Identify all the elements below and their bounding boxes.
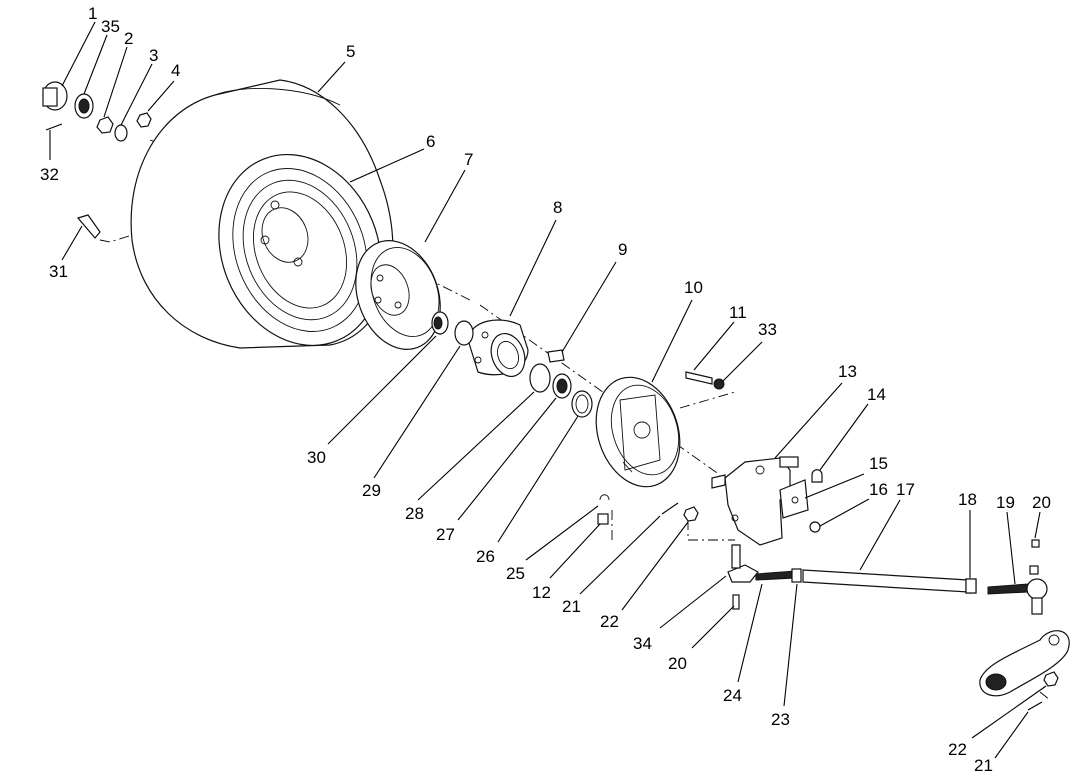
callout-27: 27 xyxy=(436,525,455,544)
callout-5: 5 xyxy=(346,42,355,61)
tire xyxy=(130,79,394,349)
callout-1: 1 xyxy=(88,4,97,23)
steering-arm xyxy=(979,630,1070,697)
callout-15: 15 xyxy=(869,454,888,473)
spindle xyxy=(711,456,799,546)
callout-13: 13 xyxy=(838,362,857,381)
callout-8: 8 xyxy=(553,198,562,217)
callout-10: 10 xyxy=(684,278,703,297)
callout-12: 12 xyxy=(532,583,551,602)
threaded-rod-19 xyxy=(987,583,1029,595)
callout-6: 6 xyxy=(426,132,435,151)
callout-7: 7 xyxy=(464,150,473,169)
callout-16: 16 xyxy=(869,480,888,499)
callout-26: 26 xyxy=(476,547,495,566)
callout-21-right: 21 xyxy=(974,756,993,774)
callouts: 1 35 2 3 4 5 32 6 7 31 8 9 10 11 33 13 1… xyxy=(40,4,1051,774)
callout-18: 18 xyxy=(958,490,977,509)
callout-22-left: 22 xyxy=(600,612,619,631)
ball-joint-right xyxy=(1026,565,1048,615)
callout-33: 33 xyxy=(758,320,777,339)
callout-31: 31 xyxy=(49,262,68,281)
callout-2: 2 xyxy=(124,29,133,48)
callout-14: 14 xyxy=(867,385,886,404)
threaded-rod-24 xyxy=(755,568,802,583)
hub xyxy=(467,319,529,377)
callout-28: 28 xyxy=(405,504,424,523)
callout-21-left: 21 xyxy=(562,597,581,616)
callout-25: 25 xyxy=(506,564,525,583)
ball-joint-34 xyxy=(727,544,759,610)
callout-3: 3 xyxy=(149,46,158,65)
callout-20-top: 20 xyxy=(1032,493,1051,512)
leader-lines xyxy=(49,21,1047,759)
callout-19: 19 xyxy=(996,493,1015,512)
callout-29: 29 xyxy=(362,481,381,500)
callout-22-right: 22 xyxy=(948,740,967,759)
callout-32: 32 xyxy=(40,165,59,184)
callout-11: 11 xyxy=(729,303,747,322)
callout-4: 4 xyxy=(171,61,180,80)
bracket xyxy=(779,479,809,519)
tie-rod xyxy=(802,569,977,594)
callout-24: 24 xyxy=(723,686,742,705)
brake-plate xyxy=(595,376,681,488)
callout-23: 23 xyxy=(771,710,790,729)
callout-20-bottom: 20 xyxy=(668,654,687,673)
callout-35: 35 xyxy=(101,17,120,36)
callout-17: 17 xyxy=(896,480,915,499)
callout-34: 34 xyxy=(633,634,652,653)
small-parts xyxy=(42,81,1059,711)
callout-9: 9 xyxy=(618,240,627,259)
rim xyxy=(355,240,441,350)
callout-30: 30 xyxy=(307,448,326,467)
